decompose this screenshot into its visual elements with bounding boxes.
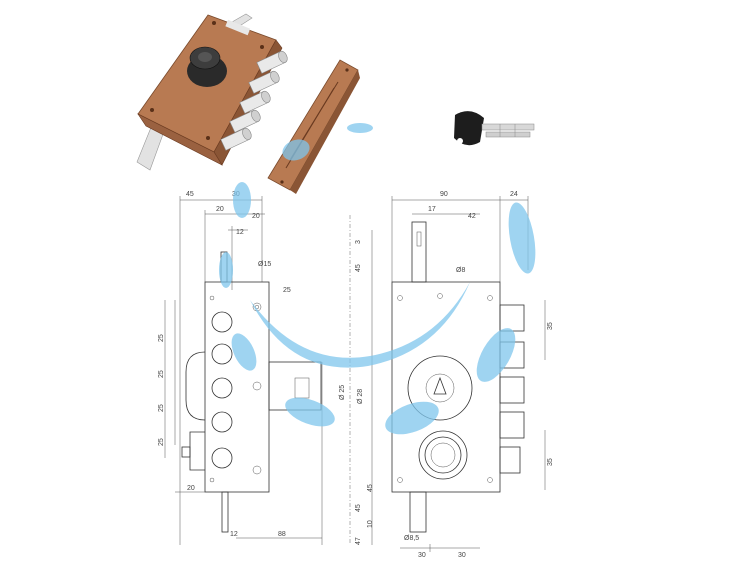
dim-label: 90 bbox=[440, 191, 448, 198]
dim-label: 25 bbox=[158, 404, 165, 412]
key-photo bbox=[454, 111, 535, 146]
dim-label: 35 bbox=[547, 322, 554, 330]
dim-label: 35 bbox=[547, 458, 554, 466]
dim-label: 25 bbox=[158, 370, 165, 378]
dim-label: 12 bbox=[236, 229, 244, 236]
bolt-hole bbox=[211, 311, 233, 333]
front-view-drawing: 90 24 17 42 45 3 Ø8 Ø 25 Ø 28 45 47 45 1… bbox=[339, 191, 554, 559]
dim-label: 25 bbox=[158, 438, 165, 446]
bolt-hole bbox=[211, 447, 233, 469]
dim-label: 12 bbox=[230, 531, 238, 538]
dim-label: Ø8 bbox=[456, 267, 465, 274]
dim-label: Ø15 bbox=[258, 261, 271, 268]
dim-label: Ø8,5 bbox=[404, 535, 419, 542]
dim-label: 30 bbox=[458, 552, 466, 559]
dim-label: 17 bbox=[428, 206, 436, 213]
knob-outline bbox=[407, 355, 473, 421]
dim-label: Ø 28 bbox=[357, 389, 364, 404]
dim-label: 45 bbox=[186, 191, 194, 198]
bolt-hole bbox=[211, 411, 233, 433]
bolt-cylinders bbox=[220, 50, 288, 151]
dim-label: 25 bbox=[158, 334, 165, 342]
dim-label: Ø 25 bbox=[339, 385, 346, 400]
bolt-hole bbox=[211, 377, 233, 399]
dim-label: 47 bbox=[355, 537, 362, 545]
dim-label: 20 bbox=[187, 485, 195, 492]
side-view-drawing: 45 30 20 20 12 Ø15 25 25 25 25 25 20 12 … bbox=[158, 191, 323, 545]
dim-label: 3 bbox=[355, 240, 362, 244]
dim-label: 20 bbox=[252, 213, 260, 220]
dim-label: 10 bbox=[367, 520, 374, 528]
dim-label: 45 bbox=[355, 264, 362, 272]
strike-plate bbox=[267, 59, 360, 194]
dim-label: 25 bbox=[283, 287, 291, 294]
cylinder-outline bbox=[418, 430, 468, 480]
lock-photo bbox=[136, 13, 360, 194]
dim-label: 30 bbox=[418, 552, 426, 559]
dim-label: 45 bbox=[367, 484, 374, 492]
dim-label: 45 bbox=[355, 504, 362, 512]
dim-label: 42 bbox=[468, 213, 476, 220]
bolt-hole bbox=[211, 343, 233, 365]
dim-label: 88 bbox=[278, 531, 286, 538]
dim-label: 20 bbox=[216, 206, 224, 213]
watermark-swoosh bbox=[219, 123, 536, 435]
dim-label: 24 bbox=[510, 191, 518, 198]
